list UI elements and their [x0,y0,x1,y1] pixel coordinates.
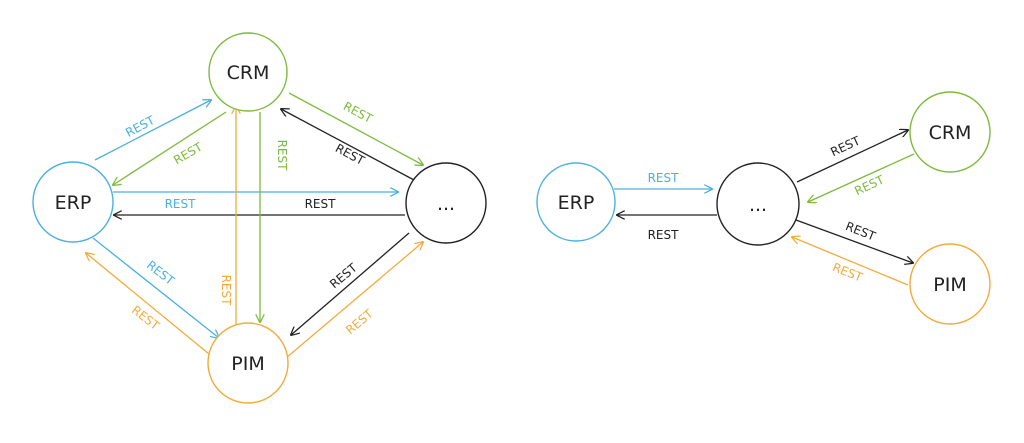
arrow-left-crm-to-hub [288,92,423,165]
label-left-pim-erp: REST [129,303,162,333]
label-left-erp-hub: REST [165,197,197,211]
label-left-crm-hub: REST [341,99,375,126]
left-node-pim: PIM [207,322,289,404]
arrow-left-erp-to-pim [92,237,219,338]
label-right-pim-hub: REST [831,260,865,285]
arrow-right-crm-to-hub [808,153,915,202]
left-node-crm: CRM [208,32,288,112]
label-right-hub-erp: REST [648,228,680,242]
right-node-erp-label: ERP [558,192,595,214]
label-left-crm-pim: REST [275,140,289,172]
left-node-hub-label: ... [437,193,455,215]
right-node-crm-label: CRM [929,122,972,144]
left-node-erp-label: ERP [55,192,92,214]
right-node-pim-label: PIM [933,274,966,296]
label-left-hub-pim: REST [327,260,360,291]
label-left-erp-pim: REST [144,258,177,288]
arrow-left-hub-to-crm [281,109,415,181]
arrow-right-hub-to-pim [795,219,913,263]
label-right-erp-hub: REST [648,171,680,185]
right-node-hub: ... [716,162,800,246]
left-mesh-diagram: REST REST REST REST REST REST REST REST … [32,32,487,404]
right-node-hub-label: ... [749,194,767,216]
right-node-erp: ERP [536,162,616,242]
left-node-hub: ... [405,162,487,244]
label-right-crm-hub: REST [852,172,886,198]
arrow-right-hub-to-crm [796,130,908,183]
label-right-hub-crm: REST [828,133,862,159]
right-hub-diagram: REST REST REST REST REST REST ERP ... CR… [536,91,991,325]
arrow-left-pim-to-erp [86,253,210,355]
label-left-hub-crm: REST [333,141,367,168]
left-node-erp: ERP [32,161,114,243]
label-left-pim-crm: REST [219,275,233,307]
arrow-left-hub-to-pim [291,232,410,335]
label-right-hub-pim: REST [844,219,878,244]
right-node-pim: PIM [909,243,991,325]
arrow-left-crm-to-erp [113,111,227,185]
label-left-pim-hub: REST [343,306,376,337]
left-node-crm-label: CRM [227,62,270,84]
arrow-right-pim-to-hub [792,237,909,286]
label-left-hub-erp: REST [305,197,337,211]
right-node-crm: CRM [909,91,991,173]
arrow-left-erp-to-crm [94,100,211,161]
arrow-left-pim-to-hub [285,242,423,359]
left-node-pim-label: PIM [231,353,264,375]
